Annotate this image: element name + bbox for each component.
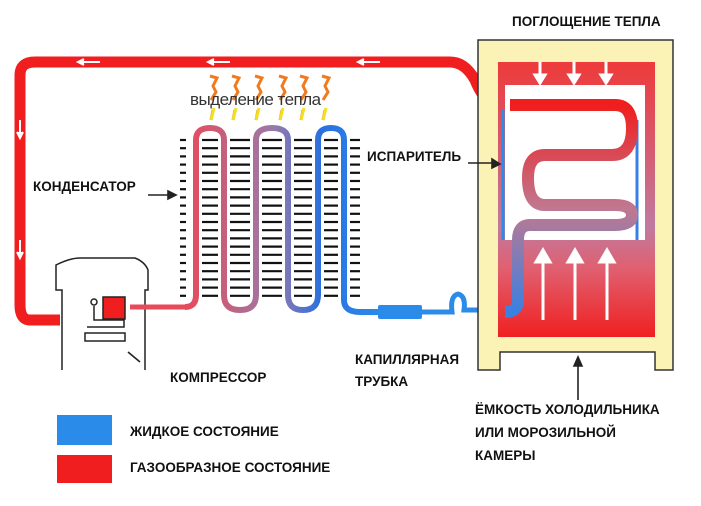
pointer-arrows <box>127 157 584 400</box>
compressor-label: КОМПРЕССОР <box>170 370 267 385</box>
legend-label-gas: ГАЗООБРАЗНОЕ СОСТОЯНИЕ <box>130 460 331 475</box>
capillary-label-2: ТРУБКА <box>355 374 409 389</box>
flame-tail <box>254 107 261 121</box>
heat-absorption-label: ПОГЛОЩЕНИЕ ТЕПЛА <box>512 14 661 29</box>
condenser-coil <box>184 124 380 315</box>
evaporator-coil <box>504 99 639 318</box>
flame-tail <box>209 107 216 121</box>
legend-swatch-gas <box>57 455 112 483</box>
heat-release-label: выделение тепла <box>190 90 321 109</box>
flame-tail <box>299 107 306 121</box>
flame-tail <box>231 107 238 121</box>
capillary-label-1: КАПИЛЛЯРНАЯ <box>355 352 460 367</box>
flow-arrows <box>16 58 380 261</box>
heat-release-flames <box>209 74 332 121</box>
flame-tail <box>278 107 285 121</box>
condenser-label: КОНДЕНСАТОР <box>33 179 136 194</box>
compressor <box>55 257 149 370</box>
cabinet-label-2: ИЛИ МОРОЗИЛЬНОЙ <box>475 425 616 440</box>
evaporator-label: ИСПАРИТЕЛЬ <box>367 149 462 164</box>
flame-tail <box>321 107 328 121</box>
legend-swatch-liquid <box>57 415 112 445</box>
cabinet-label-1: ЁМКОСТЬ ХОЛОДИЛЬНИКА <box>475 402 660 417</box>
legend-label-liquid: ЖИДКОЕ СОСТОЯНИЕ <box>130 424 279 439</box>
cabinet-label-3: КАМЕРЫ <box>475 448 536 463</box>
heat-absorption-arrows <box>532 62 617 320</box>
condenser-fins <box>180 138 360 297</box>
